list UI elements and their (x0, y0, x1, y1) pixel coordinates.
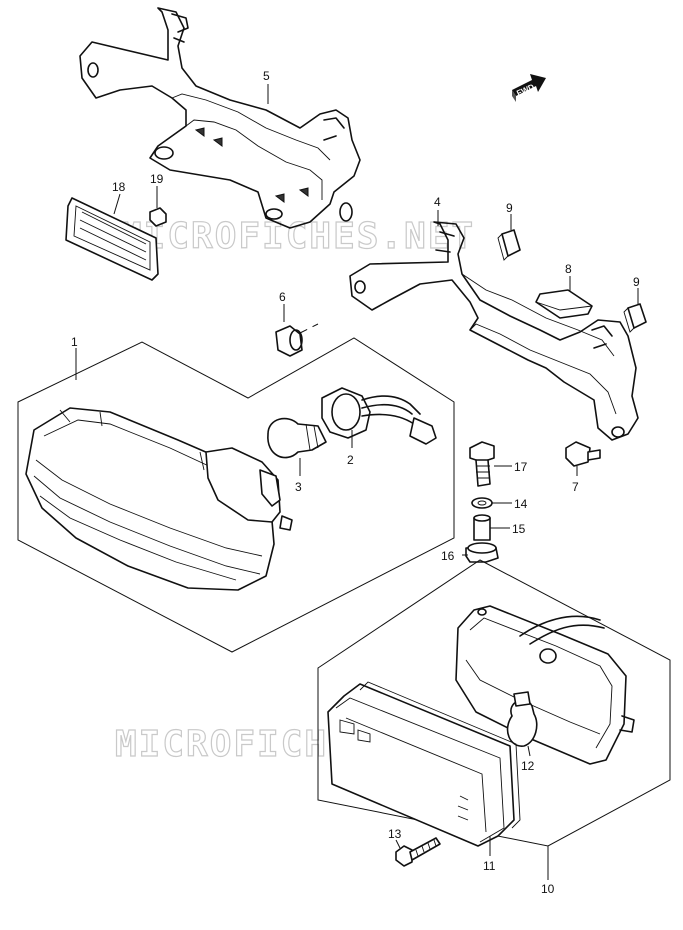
callout-18: 18 (112, 180, 126, 194)
callout-17: 17 (514, 460, 528, 474)
grommet-part-6 (275, 323, 319, 357)
bulb-part-3 (267, 417, 327, 459)
callout-frame-10 (317, 559, 671, 847)
fwd-arrow-icon: FWD (512, 74, 546, 102)
lens-part-11 (327, 681, 521, 847)
callout-5: 5 (263, 69, 270, 83)
callout-2: 2 (347, 453, 354, 467)
callout-1: 1 (71, 335, 78, 349)
collar-part-15 (473, 514, 491, 541)
callout-6: 6 (279, 290, 286, 304)
reflector-part-18 (65, 197, 159, 281)
callout-frame-1 (17, 337, 455, 653)
bolt-part-17 (469, 441, 495, 487)
callout-9b: 9 (633, 275, 640, 289)
license-lamp-housing-part-10 (455, 605, 635, 765)
bulb-part-12 (506, 691, 538, 747)
pad-part-9-a (497, 229, 521, 261)
callout-19: 19 (150, 172, 164, 186)
pad-part-9-b (623, 303, 647, 333)
nut-part-19 (149, 207, 167, 227)
grommet-part-16 (465, 542, 499, 563)
callout-15: 15 (512, 522, 526, 536)
callout-11: 11 (483, 859, 496, 873)
callout-9a: 9 (506, 201, 513, 215)
callout-8: 8 (565, 262, 572, 276)
callout-4: 4 (434, 195, 441, 209)
leader-12 (527, 745, 531, 757)
callout-13: 13 (388, 827, 402, 841)
callout-7: 7 (572, 480, 579, 494)
bracket-part-4 (349, 221, 639, 441)
socket-part-2 (321, 387, 437, 445)
bolt-part-7 (565, 441, 601, 467)
bracket-part-5 (79, 7, 361, 229)
callout-16: 16 (441, 549, 455, 563)
tail-lamp-part-1 (25, 407, 293, 591)
fwd-label: FWD (515, 82, 536, 98)
callout-14: 14 (514, 497, 528, 511)
callout-10: 10 (541, 882, 555, 896)
cushion-part-8 (535, 289, 593, 319)
leader-18 (113, 193, 121, 215)
callout-3: 3 (295, 480, 302, 494)
screw-part-13 (395, 837, 441, 867)
watermark-top: MICROFICHES.NET (120, 216, 475, 257)
leader-13 (395, 839, 401, 849)
callout-12: 12 (521, 759, 535, 773)
washer-part-14 (471, 497, 493, 509)
